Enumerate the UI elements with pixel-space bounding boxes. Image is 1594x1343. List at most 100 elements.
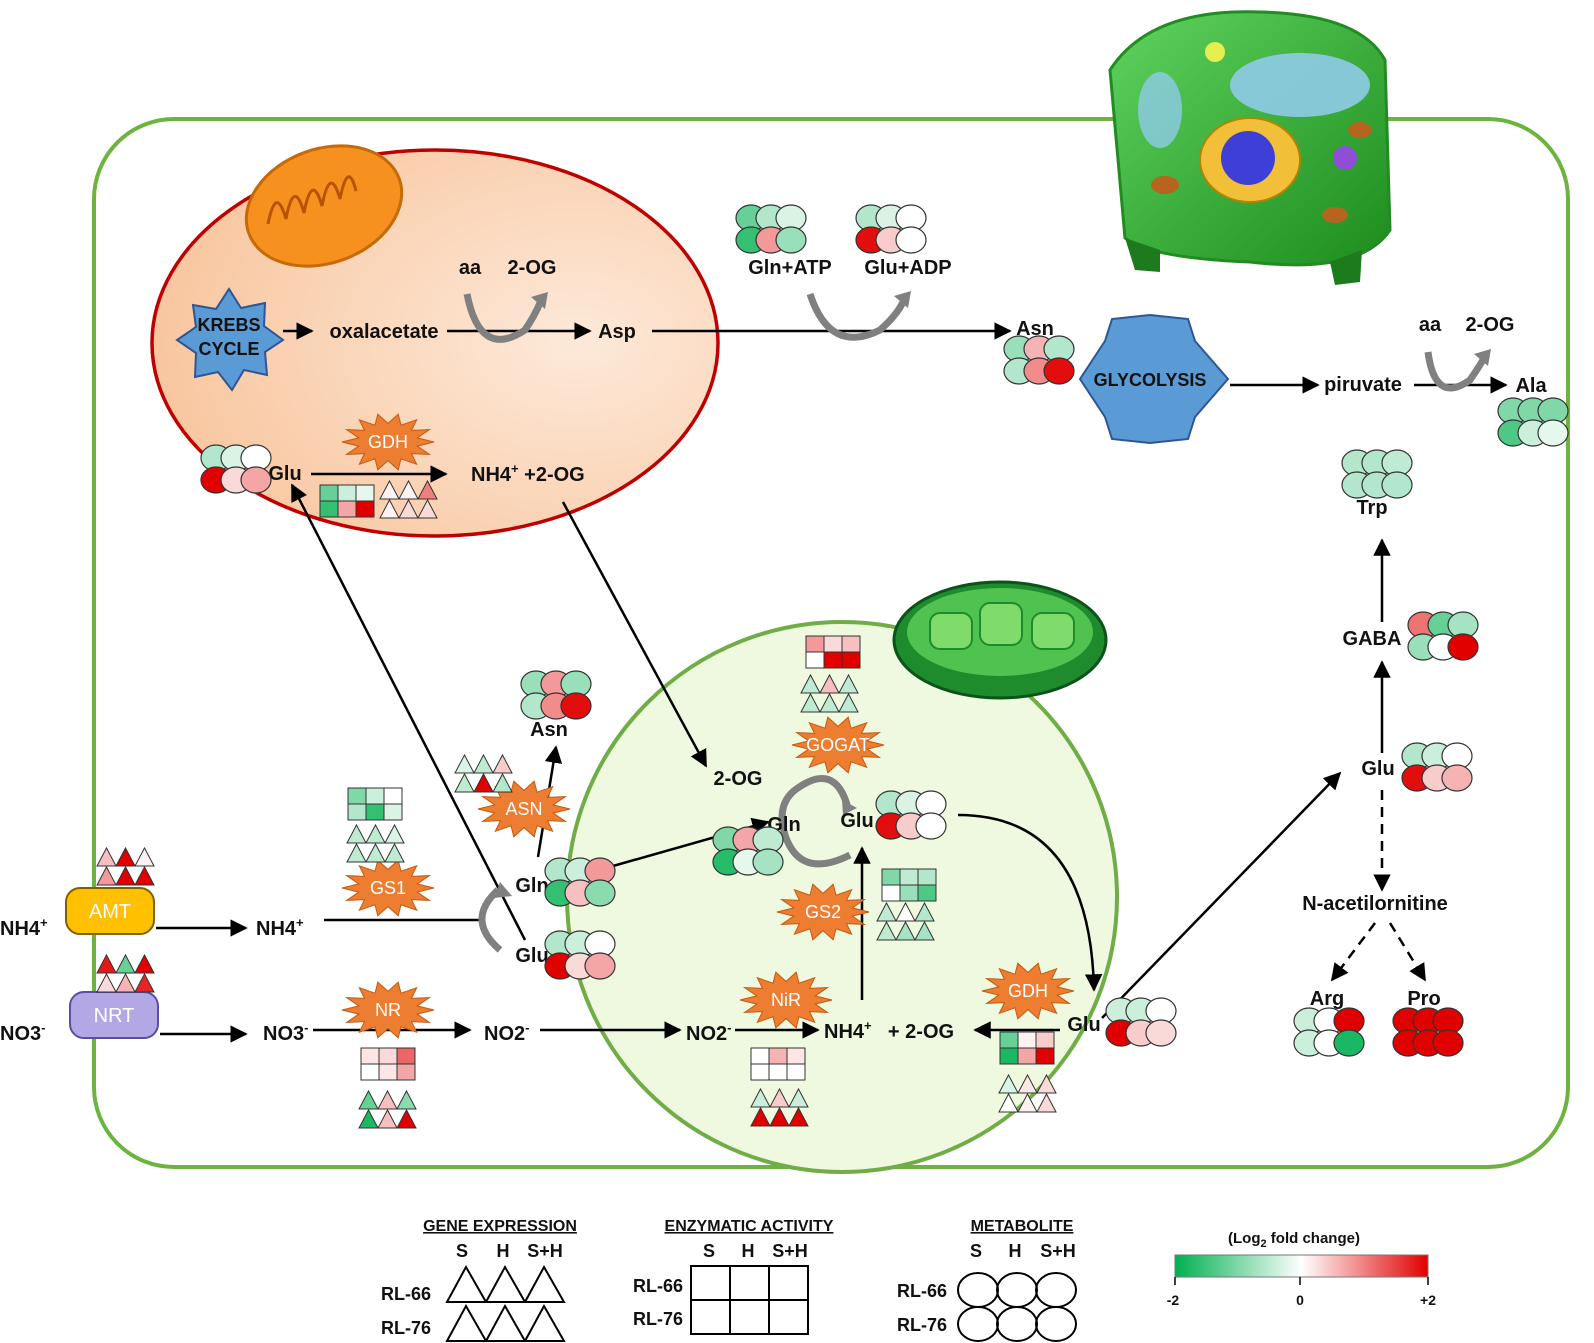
chl-2og-b: + 2-OG [888, 1021, 954, 1043]
gene-gogat-value-3 [800, 692, 821, 713]
legend-scale-min: -2 [1167, 1292, 1180, 1308]
heatmap-glyphs [96, 204, 1569, 1129]
metab-chl-gln-circles [712, 826, 784, 876]
metab-pro-value-5 [1432, 1029, 1464, 1057]
gene-amt-value-2 [134, 846, 155, 867]
metab-glu-right-circles [1401, 742, 1473, 792]
enzyme-nr-star: NR [341, 981, 435, 1039]
legend-gene-col-s: S [456, 1241, 468, 1261]
enz-gdh-chl-value-3 [999, 1047, 1019, 1065]
enzyme-asn-star: ASN [477, 780, 571, 838]
legend-gene-triangles [445, 1264, 566, 1342]
chl-no2-base: NO2 [686, 1023, 727, 1045]
enzyme-nir-star: NiR [739, 971, 833, 1029]
metab-asn-cyt-circles [520, 670, 592, 720]
glycolysis-badge [1078, 313, 1230, 445]
glycolysis-label: GLYCOLYSIS [1094, 370, 1207, 390]
enz-gogat-value-1 [823, 635, 843, 653]
gene-gs2-value-4 [895, 920, 916, 941]
enz-gs1-grid [347, 787, 403, 821]
enz-gs1-value-0 [347, 787, 367, 805]
ext-nh4-base: NH4 [0, 918, 41, 940]
asn-cyt: Asn [530, 719, 568, 741]
gene-amt-triangles [96, 846, 155, 886]
gene-gs2-value-5 [914, 920, 935, 941]
cyt-no3-base: NO3 [263, 1023, 304, 1045]
metab-glu-adp-value-5 [895, 226, 927, 254]
enz-gs1-value-4 [365, 803, 385, 821]
oxalacetate: oxalacetate [330, 321, 439, 343]
legend-metab-row-rl66: RL-66 [897, 1281, 947, 1301]
enz-gdh-chl-value-0 [999, 1031, 1019, 1049]
gene-gdh-mito-value-5 [417, 498, 438, 519]
legend-metab-title: METABOLITE [971, 1218, 1074, 1235]
enz-gogat-value-0 [805, 635, 825, 653]
plant-cell-illustration [1108, 10, 1392, 285]
ext-no3: NO3- [0, 1020, 45, 1045]
legend-scale-title-pre: (Log [1228, 1230, 1260, 1247]
gln-cyt: Gln [515, 875, 548, 897]
amt-transporter [65, 887, 155, 935]
gene-gdh-mito-value-4 [398, 498, 419, 519]
gene-amt-value-5 [134, 865, 155, 886]
ext-no3-sup: - [41, 1020, 45, 1035]
enz-nr-value-1 [378, 1047, 398, 1065]
legend-enzyme-grid [690, 1265, 809, 1335]
amt-label: AMT [89, 901, 131, 923]
ext-no3-base: NO3 [0, 1023, 41, 1045]
cyt-no2: NO2- [484, 1020, 529, 1045]
enz-gdh-mito-value-4 [337, 500, 357, 518]
enz-gdh-mito-grid [319, 484, 375, 518]
legend-scale-mid: 0 [1296, 1292, 1304, 1308]
metab-chl-glu2-value-5 [1145, 1019, 1177, 1047]
gene-nrt-value-4 [115, 972, 136, 993]
enz-gogat-value-4 [823, 651, 843, 669]
gene-nrt-value-2 [134, 953, 155, 974]
gene-gs1-value-2 [384, 823, 405, 844]
enz-nir-value-4 [768, 1063, 788, 1081]
metab-gln-atp-value-5 [775, 226, 807, 254]
gene-gogat-triangles [800, 673, 859, 713]
enz-gdh-mito-value-5 [355, 500, 375, 518]
enz-gdh-mito-value-2 [355, 484, 375, 502]
gene-gs1-value-5 [384, 842, 405, 863]
gene-nrt-triangles [96, 953, 155, 993]
enz-nr-value-2 [396, 1047, 416, 1065]
gene-asn-value-2 [492, 753, 513, 774]
chl-2og: 2-OG [714, 768, 763, 790]
trp: Trp [1356, 497, 1387, 519]
arrow-nacetil-pro [1388, 922, 1427, 982]
enz-gs1-value-5 [383, 803, 403, 821]
metab-gln-atp-circles [735, 204, 807, 254]
metab-chl-glu-circles [875, 790, 947, 840]
enzyme-gs1-star: GS1 [341, 859, 435, 917]
nrt-label: NRT [94, 1005, 135, 1027]
cyt-no2-sup: - [525, 1020, 529, 1035]
asn-top: Asn [1016, 318, 1054, 340]
mito-aa: aa [459, 257, 482, 279]
enzyme-gdh-chl-star: GDH [981, 962, 1075, 1020]
enz-nr-value-3 [360, 1063, 380, 1081]
cyt-no2-base: NO2 [484, 1023, 525, 1045]
enz-nir-value-1 [768, 1047, 788, 1065]
legend-enzyme-col-s: S [703, 1241, 715, 1261]
enzyme-gs2-star: GS2 [776, 883, 870, 941]
gene-amt-value-4 [115, 865, 136, 886]
legend-scale-title-post: fold change) [1267, 1230, 1360, 1247]
enzyme-gogat-star: GOGAT [791, 716, 885, 774]
enz-gogat-value-3 [805, 651, 825, 669]
arrow-nacetil-arg [1330, 922, 1376, 982]
gly-2og: 2-OG [1466, 314, 1515, 336]
legend-metab-circles [957, 1272, 1077, 1342]
gene-gs1-value-4 [365, 842, 386, 863]
metab-arg-circles [1293, 1007, 1365, 1057]
chl-no2: NO2- [686, 1020, 731, 1045]
enz-gogat-grid [805, 635, 861, 669]
legend-metab-col-s: S [970, 1241, 982, 1261]
gene-gs2-triangles [876, 901, 935, 941]
metab-asn-top-value-5 [1043, 357, 1075, 385]
enzyme-gdh-mito-star: GDH [341, 413, 435, 471]
chl-glu2: Glu [1067, 1014, 1100, 1036]
gene-nir-value-4 [769, 1106, 790, 1127]
enz-nr-value-5 [396, 1063, 416, 1081]
